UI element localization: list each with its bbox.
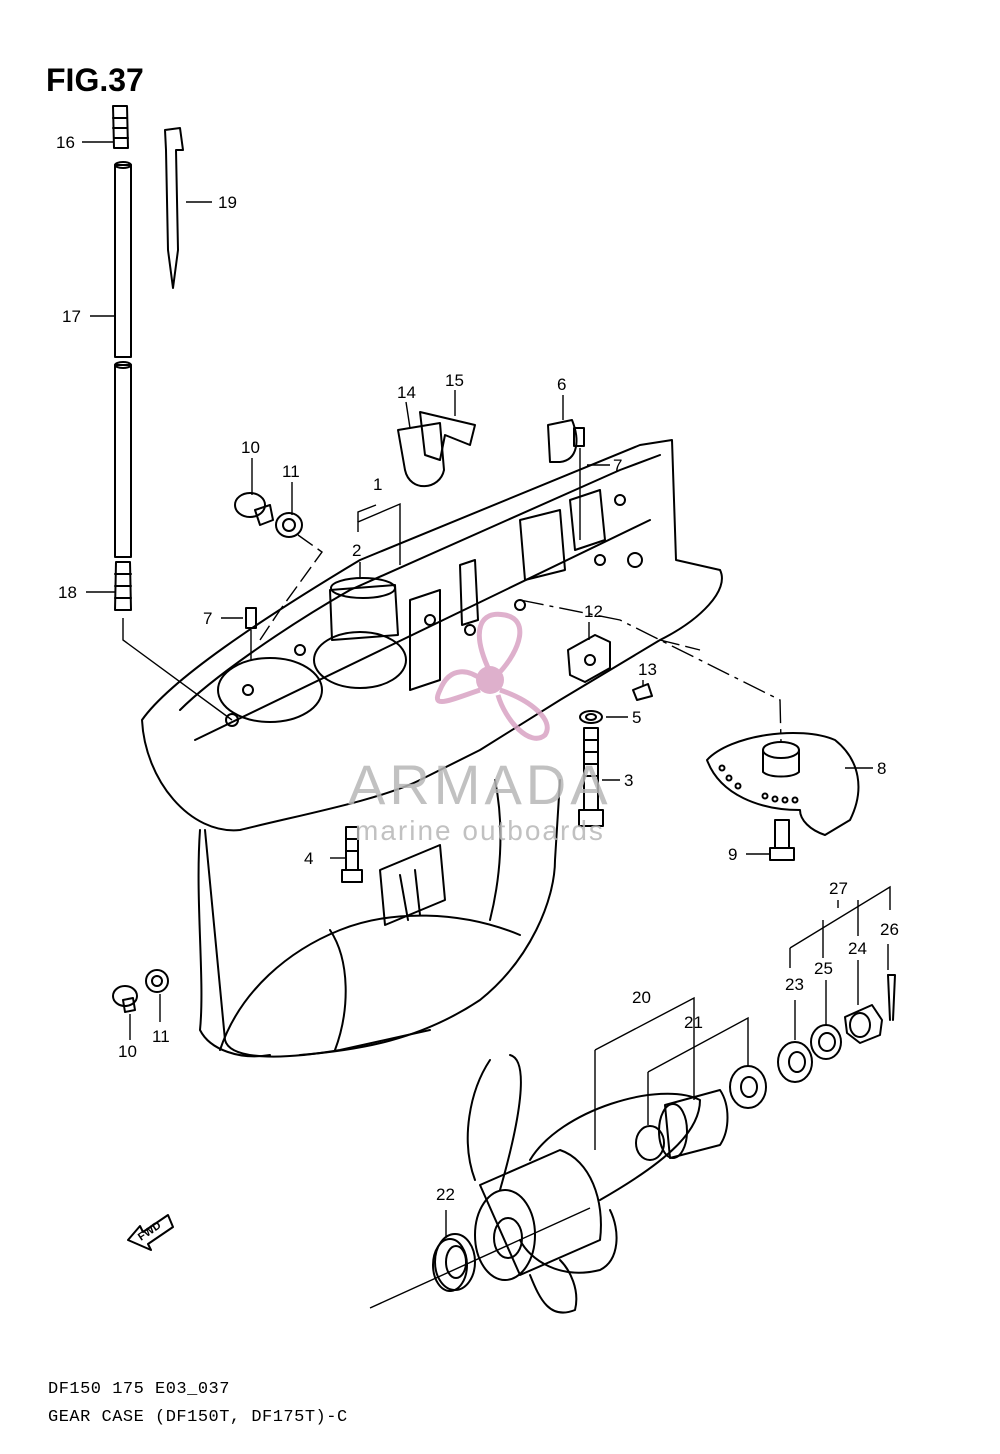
callout-26: 26 xyxy=(880,920,899,939)
part-18-rod-joint xyxy=(114,561,132,611)
figure-caption: GEAR CASE (DF150T, DF175T)-C xyxy=(48,1408,348,1427)
callout-7-right: 7 xyxy=(613,456,622,475)
callout-18: 18 xyxy=(58,583,77,602)
callout-10-lower: 10 xyxy=(118,1042,137,1061)
callout-22: 22 xyxy=(436,1185,455,1204)
part-3-bolt xyxy=(578,727,604,827)
part-10-plug-lower xyxy=(112,985,138,1013)
part-16-rod-end xyxy=(112,105,129,149)
callout-5: 5 xyxy=(632,708,641,727)
callout-19: 19 xyxy=(218,193,237,212)
part-20-propeller xyxy=(466,1054,701,1314)
part-26-cotter-pin xyxy=(887,974,896,1021)
callout-23: 23 xyxy=(785,975,804,994)
part-14-bracket xyxy=(397,422,445,488)
callout-1: 1 xyxy=(373,475,382,494)
gear-case-housing xyxy=(141,439,723,1058)
part-10-plug-upper xyxy=(234,492,274,526)
propeller-hub-icon xyxy=(476,666,504,694)
callout-13: 13 xyxy=(638,660,657,679)
callout-15: 15 xyxy=(445,371,464,390)
watermark-tagline: marine outboards xyxy=(355,815,605,846)
part-11-washer-upper xyxy=(275,512,303,538)
callout-9: 9 xyxy=(728,845,737,864)
part-7-pin-left xyxy=(245,607,257,629)
watermark-logo: ARMADA marine outboards xyxy=(348,611,612,846)
part-25-spacer xyxy=(810,1024,842,1060)
watermark-brand: ARMADA xyxy=(348,753,612,816)
callout-7-left: 7 xyxy=(203,609,212,628)
part-11-washer-lower xyxy=(145,969,169,993)
part-21-washer xyxy=(729,1065,767,1109)
part-23-washer xyxy=(777,1041,813,1083)
callout-2: 2 xyxy=(352,541,361,560)
part-9-bolt xyxy=(769,819,795,861)
propeller-logo-icon xyxy=(435,611,550,741)
part-5-washer xyxy=(579,710,603,724)
part-17-shift-rod xyxy=(114,161,132,558)
part-24-nut xyxy=(844,1004,883,1044)
part-4-bolt xyxy=(341,826,363,883)
part-12-anode-block xyxy=(567,634,611,683)
callout-20: 20 xyxy=(632,988,651,1007)
part-22-ring xyxy=(432,1233,476,1292)
callout-24: 24 xyxy=(848,939,867,958)
figure-title: FIG.37 xyxy=(46,62,144,98)
callout-labels: 16 19 17 18 10 11 1 2 7 14 15 6 7 12 13 … xyxy=(56,133,899,1204)
part-21-thrust-hub xyxy=(635,1089,729,1161)
callout-6: 6 xyxy=(557,375,566,394)
part-13-screw xyxy=(632,683,653,701)
callout-11-upper: 11 xyxy=(282,462,300,481)
leader-lines xyxy=(82,141,891,1309)
part-15-bracket-plate xyxy=(419,411,476,461)
callout-14: 14 xyxy=(397,383,416,402)
callout-17: 17 xyxy=(62,307,81,326)
part-7-pin-right xyxy=(573,427,585,447)
callout-12: 12 xyxy=(584,602,603,621)
callout-16: 16 xyxy=(56,133,75,152)
callout-21: 21 xyxy=(684,1013,703,1032)
callout-11-lower: 11 xyxy=(152,1027,170,1046)
figure-code: DF150 175 E03_037 xyxy=(48,1380,230,1399)
callout-8: 8 xyxy=(877,759,886,778)
callout-3: 3 xyxy=(624,771,633,790)
fwd-label: FWD xyxy=(136,1220,164,1244)
fwd-arrow-icon xyxy=(127,1214,174,1251)
callout-10-upper: 10 xyxy=(241,438,260,457)
part-19-strap xyxy=(164,127,184,289)
part-6-cap xyxy=(547,419,578,463)
callout-27: 27 xyxy=(829,879,848,898)
callout-4: 4 xyxy=(304,849,313,868)
callout-25: 25 xyxy=(814,959,833,978)
